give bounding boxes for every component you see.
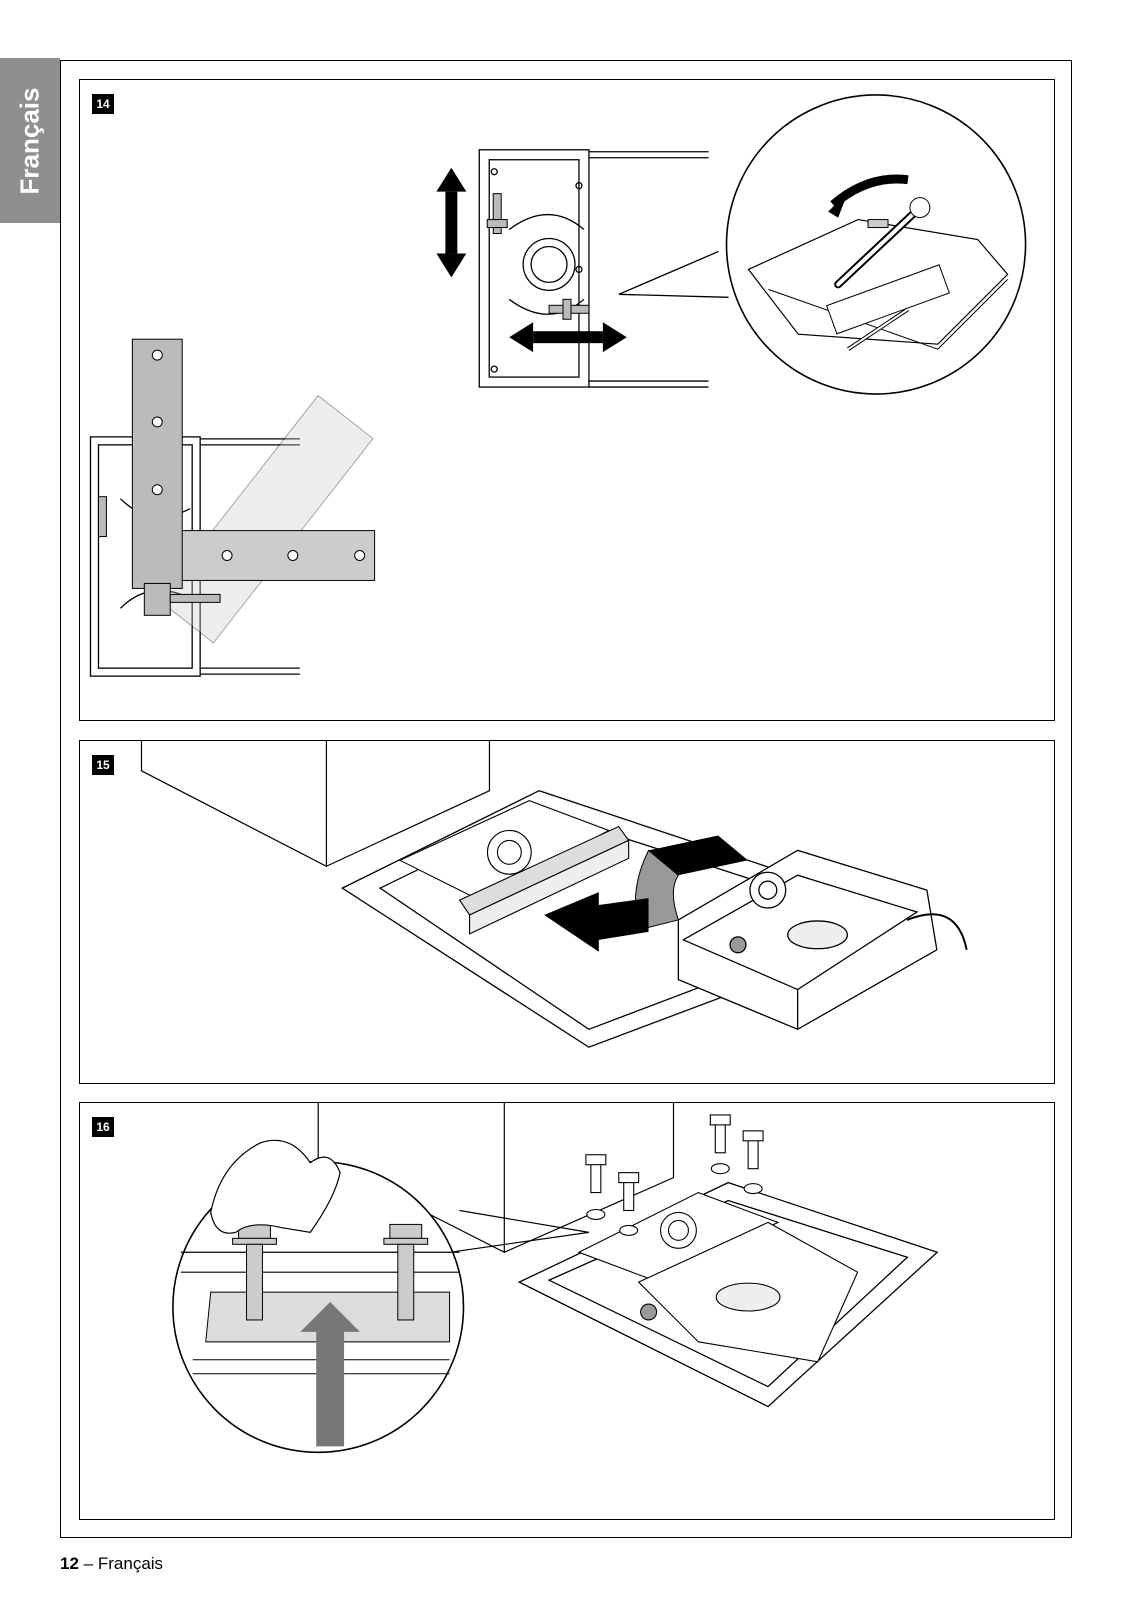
figure-15-number: 15 — [92, 755, 114, 775]
page-footer: 12 – Français — [60, 1554, 163, 1574]
footer-separator: – — [84, 1554, 93, 1573]
vertical-adjust-arrow — [436, 168, 466, 278]
wrench-detail-circle — [727, 95, 1026, 394]
figure-14-illustration — [80, 80, 1054, 720]
figure-15-illustration — [80, 741, 1054, 1083]
language-tab-label: Français — [15, 87, 46, 194]
figure-15-panel: 15 — [79, 740, 1055, 1084]
figure-16-number: 16 — [92, 1117, 114, 1137]
figure-16-panel: 16 — [79, 1102, 1055, 1520]
page-number: 12 — [60, 1554, 79, 1573]
lever-arm-horizontal — [175, 531, 374, 581]
figure-14-number: 14 — [92, 94, 114, 114]
figure-16-illustration — [80, 1103, 1054, 1519]
horizontal-adjust-arrow — [509, 322, 627, 352]
figure-14-panel: 14 — [79, 79, 1055, 721]
adjust-screw-vertical — [487, 194, 507, 234]
lever-arm-rotated — [158, 396, 373, 643]
footer-language: Français — [98, 1554, 163, 1573]
adjust-screw-horizontal — [549, 299, 589, 319]
mounting-plate-top — [479, 150, 708, 387]
language-side-tab: Français — [0, 58, 60, 223]
